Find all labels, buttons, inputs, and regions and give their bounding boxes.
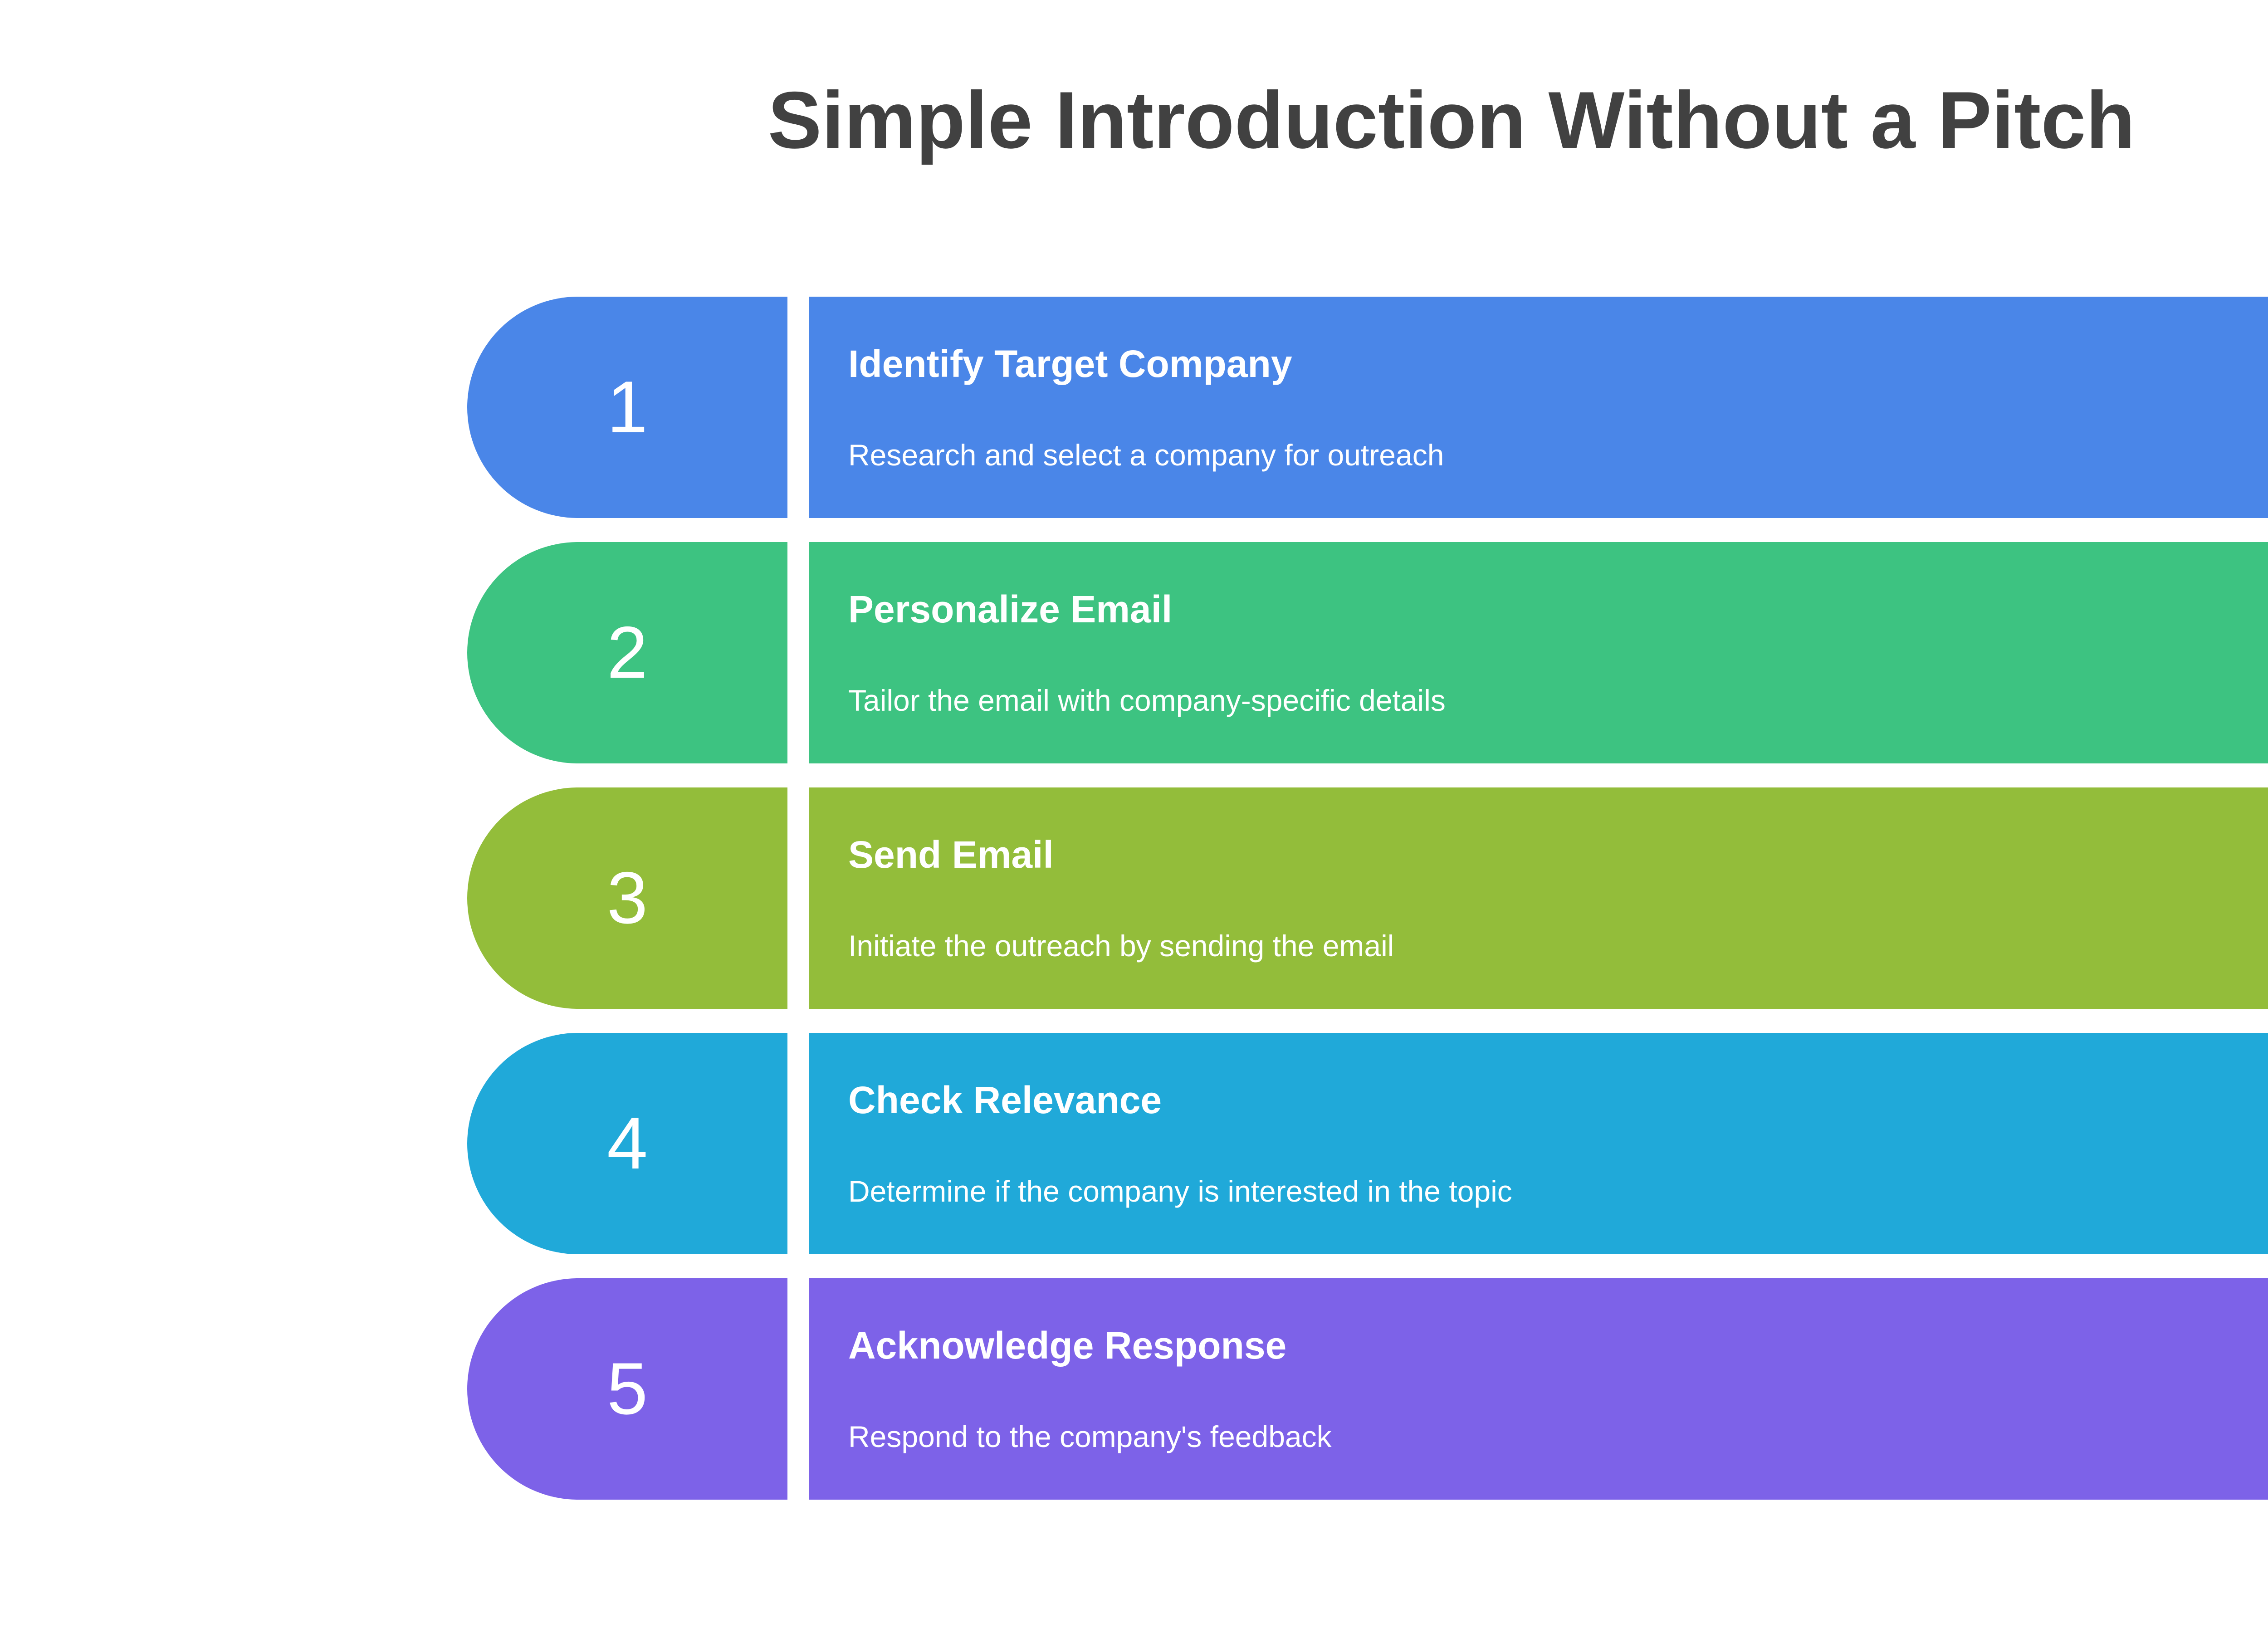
step-description: Determine if the company is interested i… (848, 1174, 1512, 1208)
step-number: 3 (606, 857, 648, 939)
steps-list: 1 Identify Target Company Research and s… (467, 297, 2268, 1500)
step-number-pill-3: 3 (467, 787, 787, 1009)
step-heading: Personalize Email (848, 588, 1173, 631)
pill-bar-divider (787, 1033, 809, 1254)
pill-bar-divider (787, 297, 809, 518)
step-number-pill-2: 2 (467, 542, 787, 763)
step-row-4: 4 Check Relevance Determine if the compa… (467, 1033, 2268, 1254)
step-number: 5 (606, 1348, 648, 1430)
page-title: Simple Introduction Without a Pitch (767, 75, 2136, 165)
step-heading: Acknowledge Response (848, 1324, 1287, 1367)
pill-bar-divider (787, 787, 809, 1009)
step-description: Respond to the company's feedback (848, 1419, 1332, 1453)
step-heading: Send Email (848, 833, 1054, 876)
step-number: 2 (606, 611, 648, 694)
step-number: 1 (606, 366, 648, 448)
pill-bar-divider (787, 542, 809, 763)
step-description: Tailor the email with company-specific d… (848, 683, 1446, 717)
step-row-2: 2 Personalize Email Tailor the email wit… (467, 542, 2268, 763)
step-row-1: 1 Identify Target Company Research and s… (467, 297, 2268, 518)
pill-bar-divider (787, 1278, 809, 1500)
step-heading: Check Relevance (848, 1079, 1162, 1122)
step-content-bar-4: Check Relevance Determine if the company… (809, 1033, 2268, 1254)
step-content-bar-5: Acknowledge Response Respond to the comp… (809, 1278, 2268, 1500)
step-number-pill-5: 5 (467, 1278, 787, 1500)
step-number: 4 (606, 1102, 648, 1184)
step-number-pill-4: 4 (467, 1033, 787, 1254)
step-number-pill-1: 1 (467, 297, 787, 518)
step-content-bar-2: Personalize Email Tailor the email with … (809, 542, 2268, 763)
step-row-3: 3 Send Email Initiate the outreach by se… (467, 787, 2268, 1009)
step-row-5: 5 Acknowledge Response Respond to the co… (467, 1278, 2268, 1500)
step-description: Research and select a company for outrea… (848, 438, 1444, 472)
step-content-bar-3: Send Email Initiate the outreach by send… (809, 787, 2268, 1009)
step-heading: Identify Target Company (848, 342, 1292, 386)
step-content-bar-1: Identify Target Company Research and sel… (809, 297, 2268, 518)
step-description: Initiate the outreach by sending the ema… (848, 929, 1394, 963)
